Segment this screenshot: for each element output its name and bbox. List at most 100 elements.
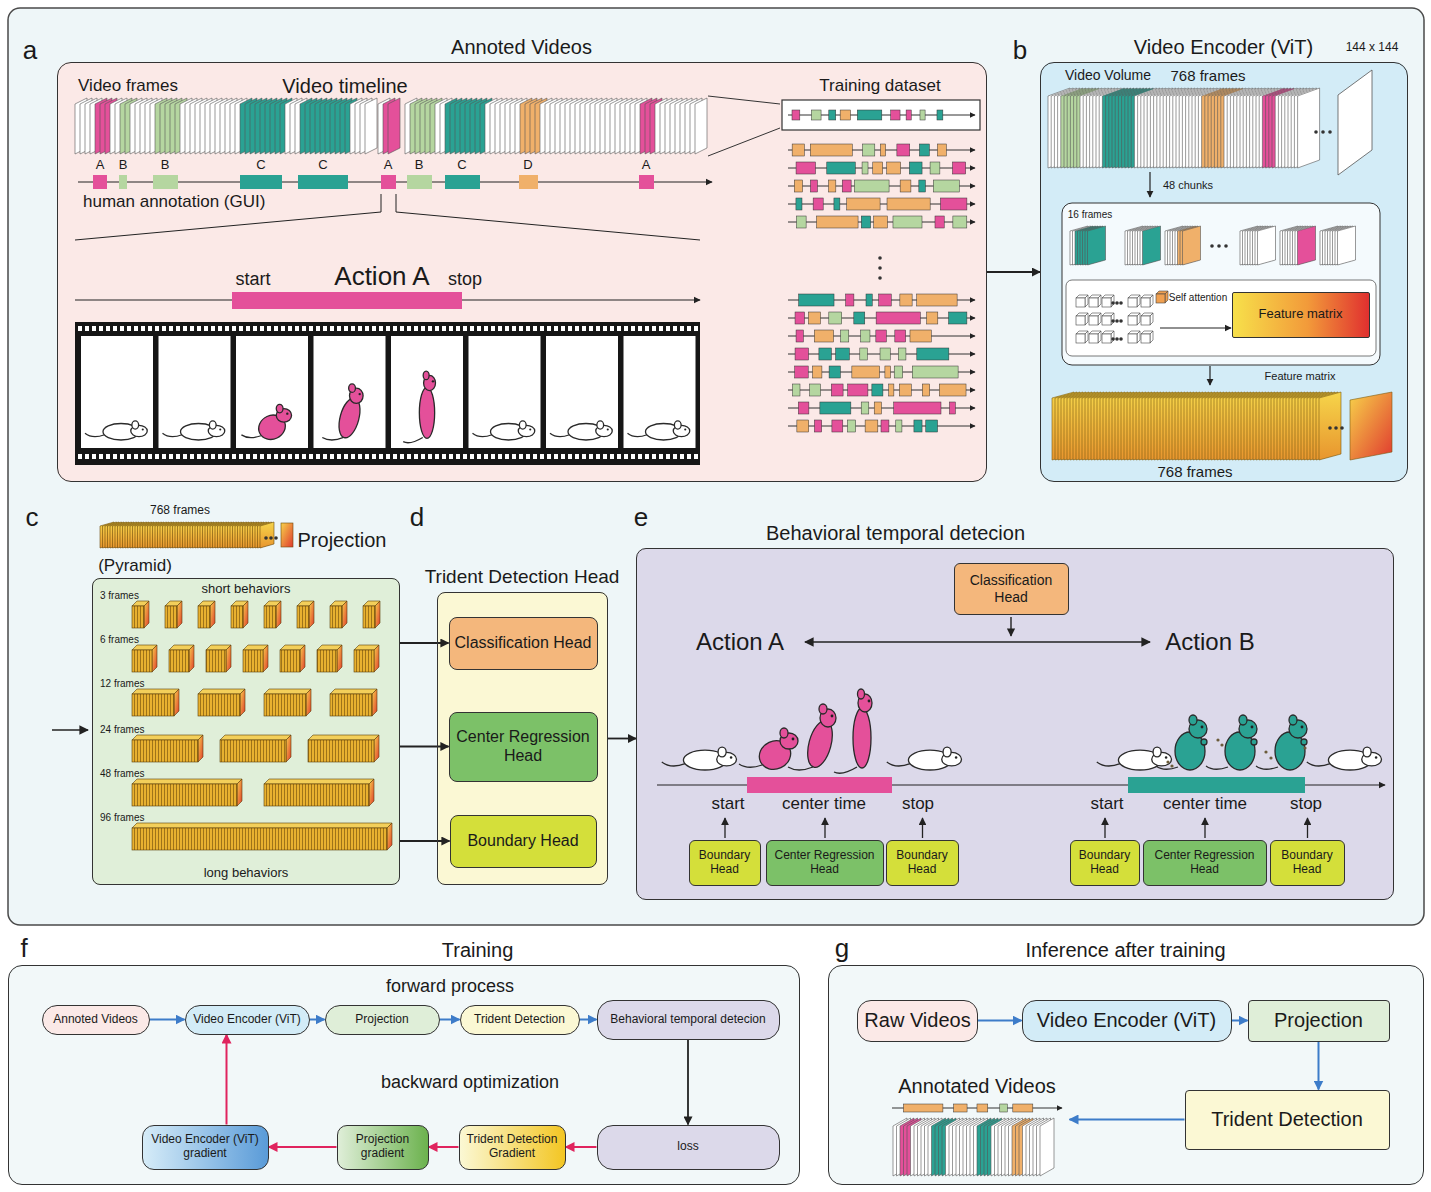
token-cube bbox=[1085, 313, 1088, 325]
film-frame bbox=[159, 336, 231, 448]
boundary-label: start bbox=[235, 270, 270, 290]
mouse-tail bbox=[322, 437, 343, 440]
sprocket-hole bbox=[148, 326, 152, 331]
connector-arrow bbox=[1318, 1042, 1320, 1090]
video-frame bbox=[1040, 1118, 1054, 1176]
action-label: Action A bbox=[334, 262, 429, 291]
feature-block bbox=[198, 735, 203, 762]
feature-block bbox=[177, 601, 182, 628]
token-cube bbox=[1111, 295, 1114, 307]
chunk-frame bbox=[1338, 226, 1356, 265]
head-box: Center Regression Head bbox=[449, 712, 598, 782]
mouse-tail bbox=[739, 764, 762, 767]
sprocket-hole bbox=[288, 326, 292, 331]
ellipsis-dot bbox=[1111, 301, 1115, 305]
box-text: Projection bbox=[355, 1013, 408, 1027]
boundary-label: center time bbox=[782, 795, 866, 814]
token-cube bbox=[1076, 298, 1085, 307]
sprocket-hole bbox=[127, 454, 131, 459]
sprocket-hole bbox=[239, 326, 243, 331]
mouse-ear bbox=[132, 421, 139, 429]
film-frame bbox=[546, 336, 618, 448]
feature-block bbox=[342, 601, 347, 628]
annotation-bar bbox=[894, 366, 903, 378]
feature-block bbox=[132, 694, 174, 716]
section-label: (Pyramid) bbox=[98, 557, 172, 576]
annotation-bar bbox=[874, 216, 888, 228]
box-text: Center Regression Head bbox=[772, 849, 878, 877]
annotation-bar bbox=[796, 216, 806, 228]
note-label: Self attention bbox=[1169, 292, 1227, 303]
arrow bbox=[1160, 327, 1231, 328]
boundary-label: start bbox=[711, 795, 744, 814]
annotation-bar bbox=[796, 330, 803, 342]
scale-label: 6 frames bbox=[100, 634, 139, 645]
connector-arrow bbox=[150, 1019, 185, 1021]
mouse-tail bbox=[163, 433, 183, 436]
sprocket-hole bbox=[232, 326, 236, 331]
annotation-bar bbox=[1000, 1104, 1008, 1112]
sprocket-hole bbox=[295, 326, 299, 331]
panel-letter: d bbox=[410, 503, 424, 532]
sprocket-hole bbox=[169, 326, 173, 331]
box-text: Trident Detection bbox=[474, 1013, 565, 1027]
mouse-body bbox=[853, 708, 871, 768]
mouse-paw bbox=[1251, 739, 1257, 745]
panel-title: Inference after training bbox=[1025, 938, 1225, 962]
dimension-label: 768 frames bbox=[1170, 68, 1245, 85]
sprocket-hole bbox=[232, 454, 236, 459]
feature-matrix-box: Feature matrix bbox=[1232, 292, 1370, 338]
chunk-frame bbox=[1258, 226, 1276, 265]
mouse-figure bbox=[834, 689, 872, 773]
sprocket-hole bbox=[582, 454, 586, 459]
annotation-bar bbox=[865, 420, 878, 432]
token-cube bbox=[1128, 316, 1137, 325]
mouse-figure bbox=[403, 371, 435, 443]
token-cube bbox=[1076, 334, 1085, 343]
sprocket-hole bbox=[155, 454, 159, 459]
mouse-ear bbox=[597, 421, 604, 429]
mouse-eye bbox=[529, 428, 531, 430]
annotation-bar bbox=[879, 294, 892, 306]
panel-title: Video Encoder (ViT) bbox=[1134, 35, 1313, 59]
mouse-ear bbox=[209, 421, 216, 429]
arrow bbox=[1010, 617, 1011, 636]
behavior-letter: A bbox=[96, 158, 105, 172]
sprocket-hole bbox=[547, 454, 551, 459]
panel-letter: a bbox=[23, 36, 37, 65]
feature-block bbox=[132, 735, 203, 740]
token-cube bbox=[1089, 298, 1098, 307]
sprocket-hole bbox=[694, 454, 698, 459]
annotation-bar bbox=[445, 175, 480, 189]
annotation-bar bbox=[840, 110, 850, 120]
sprocket-hole bbox=[568, 454, 572, 459]
sprocket-hole bbox=[659, 326, 663, 331]
feature-block bbox=[300, 645, 305, 672]
feature-block bbox=[363, 606, 375, 628]
annotation-bar bbox=[792, 144, 804, 156]
annotation-bar bbox=[920, 110, 925, 120]
mouse-paw bbox=[1201, 739, 1207, 745]
panel-title: Behavioral temporal detecion bbox=[766, 521, 1025, 545]
connector-arrow bbox=[310, 1019, 325, 1021]
panel-ground bbox=[437, 592, 608, 885]
head-box: Boundary Head bbox=[1270, 840, 1345, 886]
ellipsis-dot bbox=[878, 256, 882, 260]
panel: Annoted Videos bbox=[57, 62, 987, 482]
sprocket-hole bbox=[323, 326, 327, 331]
sprocket-hole bbox=[120, 454, 124, 459]
ellipsis-dot bbox=[1119, 337, 1123, 341]
behavior-letter: C bbox=[256, 158, 265, 172]
mouse-figure bbox=[1307, 747, 1382, 770]
mouse-tail bbox=[85, 433, 105, 436]
annotation-bar bbox=[813, 366, 822, 378]
sprocket-hole bbox=[435, 326, 439, 331]
token-cube bbox=[1098, 295, 1101, 307]
feature-block bbox=[132, 740, 198, 762]
process-box: Video Encoder (ViT) bbox=[185, 1005, 310, 1035]
mouse-ear bbox=[780, 728, 788, 738]
sprocket-hole bbox=[575, 454, 579, 459]
sprocket-hole bbox=[351, 454, 355, 459]
food-crumb bbox=[1220, 743, 1223, 746]
mouse-ear bbox=[718, 747, 726, 757]
